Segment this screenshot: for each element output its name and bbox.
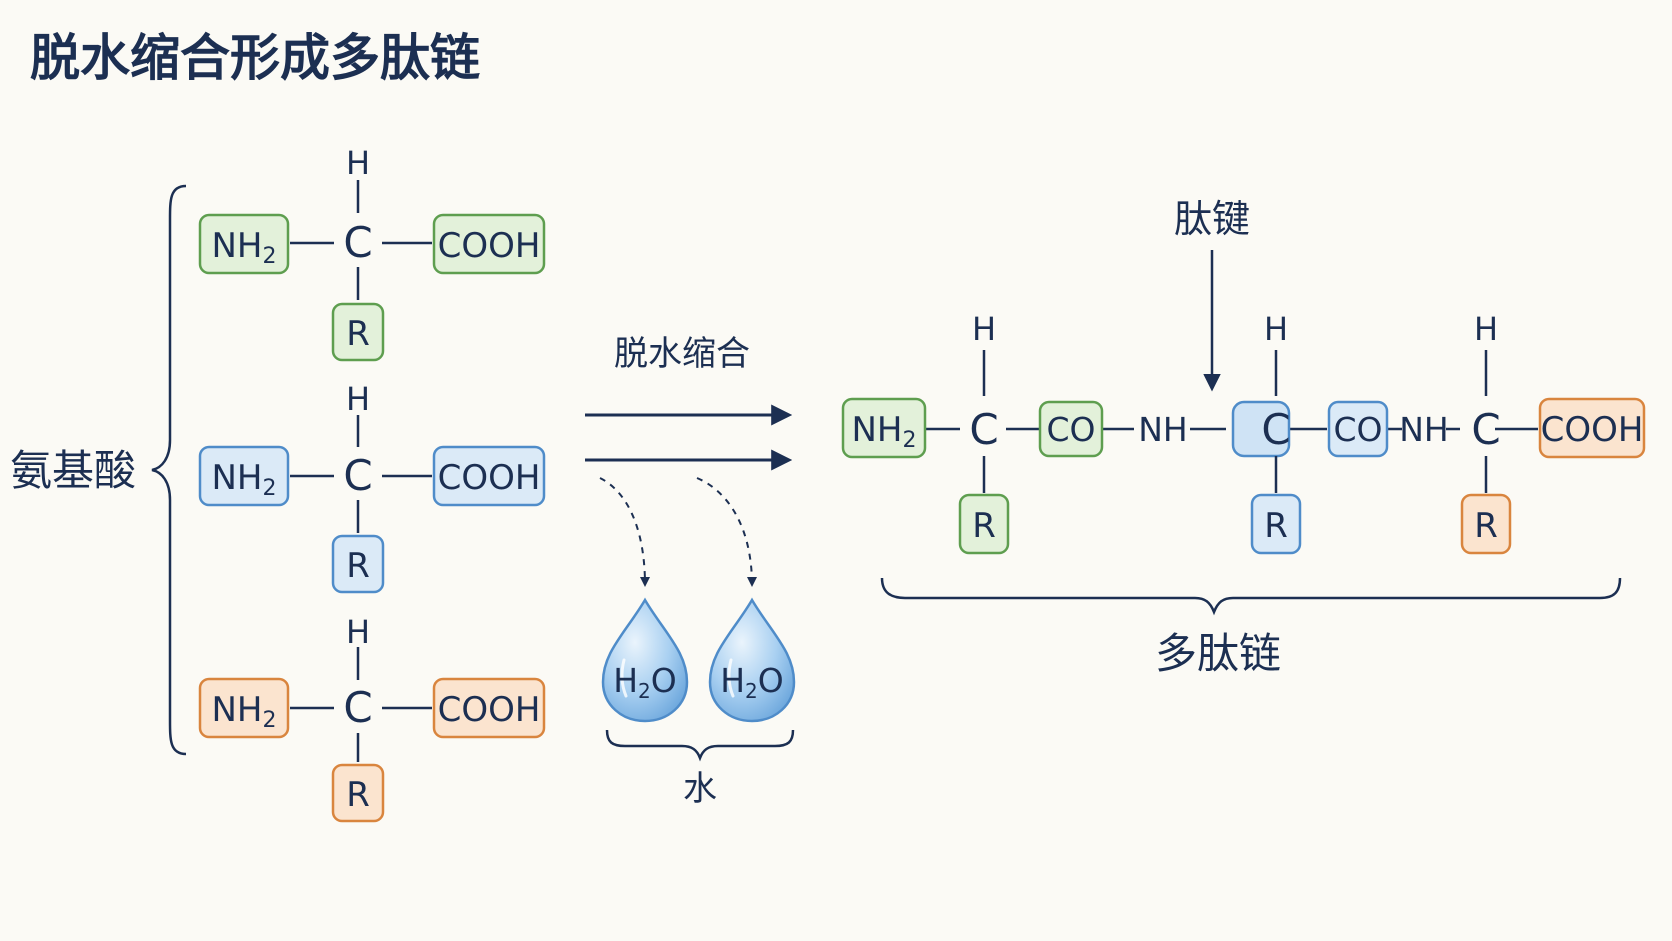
polypeptide-label: 多肽链 xyxy=(1155,629,1281,678)
chain-carbon-2: C xyxy=(1261,405,1290,454)
water-release-arrow xyxy=(599,477,650,587)
amino-acid-1: H C NH2 COOH R xyxy=(198,144,546,362)
amino-group-subscript: 2 xyxy=(263,708,277,733)
chain-carbonyl-box xyxy=(1038,400,1104,458)
polypeptide-brace xyxy=(880,577,1622,616)
chain-amino-group-box xyxy=(841,397,927,459)
polypeptide-chain: NH2 H C R CO NH H C R CO NH H C R xyxy=(841,310,1646,555)
hydrogen-atom: H xyxy=(346,380,370,418)
water-formula-tail: O xyxy=(651,661,677,700)
carboxyl-group-box xyxy=(432,677,546,739)
peptide-bond-label: 肽键 xyxy=(1174,197,1250,241)
chain-hydrogen-1: H xyxy=(972,310,996,348)
water-drop: H2O xyxy=(601,597,689,723)
amino-group-box xyxy=(198,213,290,275)
carboxyl-group-text: COOH xyxy=(438,458,541,498)
svg-text:NH2: NH2 xyxy=(212,690,277,733)
chain-hydrogen-3: H xyxy=(1474,310,1498,348)
chain-carbon-3: C xyxy=(1471,405,1500,454)
hydrogen-atom: H xyxy=(346,144,370,182)
svg-text:NH2: NH2 xyxy=(852,410,917,453)
r-group-text: R xyxy=(346,314,370,354)
amino-acid-3: H C NH2 COOH R xyxy=(198,613,546,823)
chain-amino-group-text: NH xyxy=(852,410,903,450)
water-formula: H xyxy=(613,661,638,700)
chain-amide-nh: NH xyxy=(1138,410,1188,449)
chain-carbonyl-box xyxy=(1327,400,1389,458)
amino-group-subscript: 2 xyxy=(263,244,277,269)
hydrogen-atom: H xyxy=(346,613,370,651)
water-formula-tail: O xyxy=(758,661,784,700)
amino-group-text: NH xyxy=(212,226,263,266)
amino-group-box xyxy=(198,445,290,507)
chain-r-group-box xyxy=(1250,493,1302,555)
water-formula: H xyxy=(720,661,745,700)
chain-r-group-text: R xyxy=(1474,506,1498,546)
amino-acid-brace xyxy=(151,184,187,756)
water-brace xyxy=(605,729,795,762)
carboxyl-group-text: COOH xyxy=(438,690,541,730)
carboxyl-group-text: COOH xyxy=(438,226,541,266)
chain-carbonyl-text: CO xyxy=(1046,410,1095,449)
chain-hydrogen-2: H xyxy=(1264,310,1288,348)
svg-text:H2O: H2O xyxy=(720,661,784,703)
r-group-box xyxy=(331,763,385,823)
r-group-box xyxy=(331,534,385,594)
svg-text:NH2: NH2 xyxy=(212,226,277,269)
water-subscript: 2 xyxy=(638,679,651,703)
alpha-carbon: C xyxy=(343,451,372,500)
alpha-carbon: C xyxy=(343,683,372,732)
carboxyl-group-box xyxy=(432,213,546,275)
amino-group-text: NH xyxy=(212,690,263,730)
r-group-text: R xyxy=(346,546,370,586)
water-release-arrow xyxy=(696,477,757,587)
svg-text:NH2: NH2 xyxy=(212,458,277,501)
page-title: 脱水缩合形成多肽链 xyxy=(30,29,480,87)
amino-acid-2: H C NH2 COOH R xyxy=(198,380,546,594)
reaction-label: 脱水缩合 xyxy=(614,334,750,374)
chain-carboxyl-text: COOH xyxy=(1541,410,1644,450)
chain-amino-group-subscript: 2 xyxy=(903,428,917,453)
amino-group-box xyxy=(198,677,290,739)
r-group-box xyxy=(331,302,385,362)
water-label: 水 xyxy=(683,769,717,809)
water-subscript: 2 xyxy=(745,679,758,703)
chain-carboxyl-box xyxy=(1538,397,1646,459)
chain-carbon-highlight xyxy=(1231,400,1291,458)
chain-r-group-text: R xyxy=(972,506,996,546)
amino-group-text: NH xyxy=(212,458,263,498)
chain-r-group-box xyxy=(958,493,1010,555)
svg-text:H2O: H2O xyxy=(613,661,677,703)
chain-r-group-text: R xyxy=(1264,506,1288,546)
chain-carbonyl-text: CO xyxy=(1333,410,1382,449)
carboxyl-group-box xyxy=(432,445,546,507)
r-group-text: R xyxy=(346,775,370,815)
amino-acid-label: 氨基酸 xyxy=(10,446,136,495)
alpha-carbon: C xyxy=(343,218,372,267)
chain-amide-nh: NH xyxy=(1399,410,1449,449)
water-drop: H2O xyxy=(708,597,796,723)
chain-r-group-box xyxy=(1460,493,1512,555)
amino-group-subscript: 2 xyxy=(263,476,277,501)
chain-carbon-1: C xyxy=(969,405,998,454)
